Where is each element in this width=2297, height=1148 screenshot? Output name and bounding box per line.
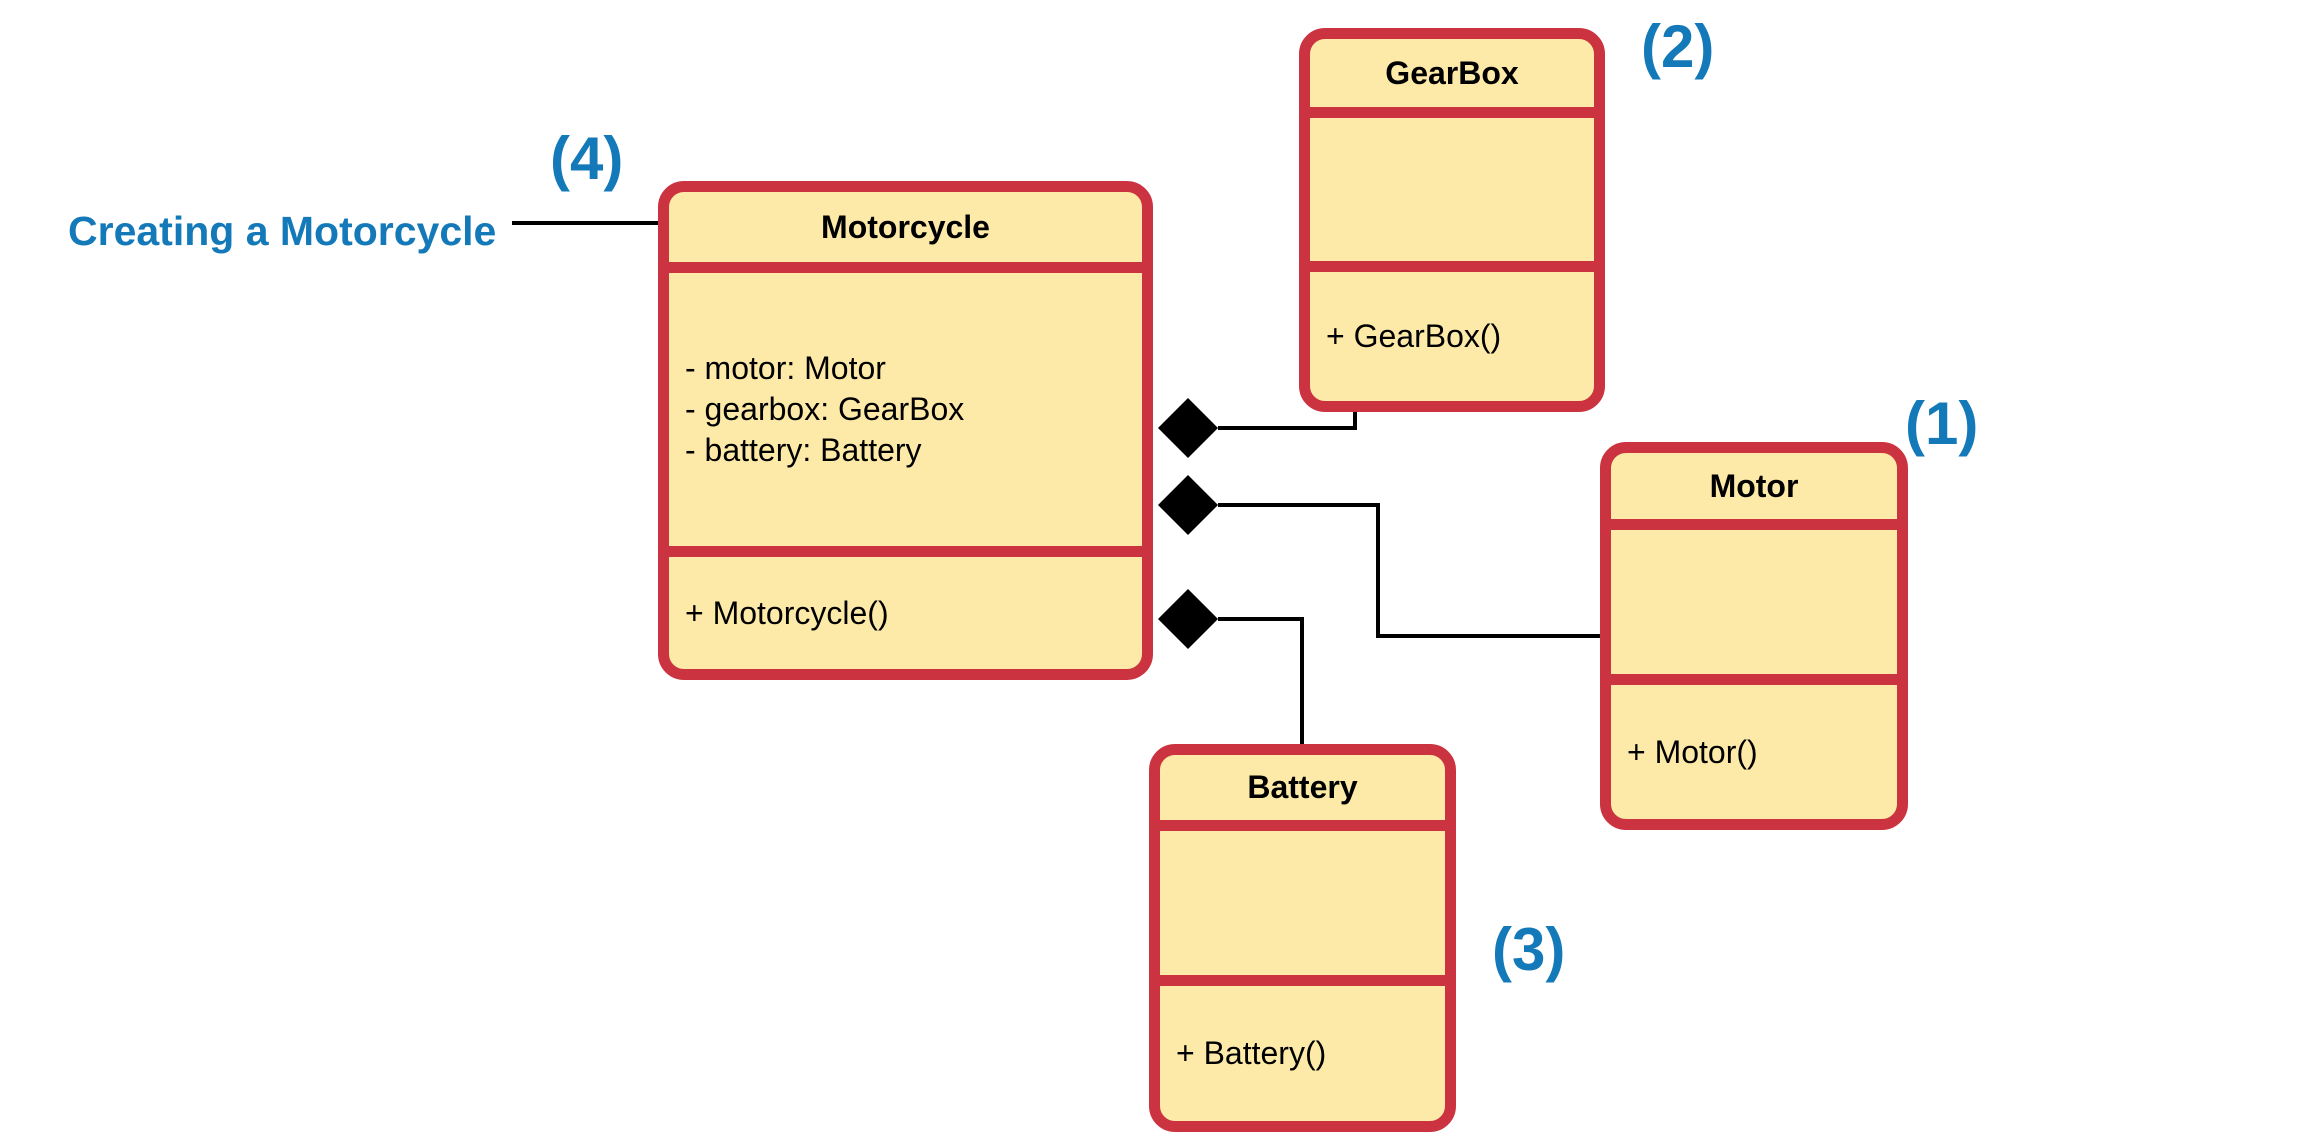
class-gearbox[interactable]: GearBox + GearBox() — [1299, 28, 1605, 412]
class-attributes — [1310, 118, 1594, 272]
attribute-gearbox: - gearbox: GearBox — [685, 391, 965, 427]
composition-diamond-gearbox — [1158, 398, 1218, 458]
connector-motor[interactable] — [1218, 503, 1602, 638]
operation-constructor: + Motor() — [1627, 733, 1758, 770]
class-attributes — [1611, 530, 1897, 685]
class-motorcycle[interactable]: Motorcycle - motor: Motor - gearbox: Gea… — [658, 181, 1153, 680]
step-marker-4: (4) — [550, 125, 624, 192]
class-operations: + Motor() — [1611, 685, 1897, 819]
class-name: Motor — [1611, 453, 1897, 530]
step-marker-3: (3) — [1492, 916, 1566, 983]
class-motor[interactable]: Motor + Motor() — [1600, 442, 1908, 830]
class-battery[interactable]: Battery + Battery() — [1149, 744, 1456, 1132]
attribute-battery: - battery: Battery — [685, 432, 922, 468]
class-operations: + GearBox() — [1310, 272, 1594, 401]
class-attributes: - motor: Motor - gearbox: GearBox - batt… — [669, 273, 1142, 557]
operation-constructor: + Battery() — [1176, 1035, 1327, 1071]
class-attributes — [1160, 831, 1445, 986]
class-operations: + Battery() — [1160, 986, 1445, 1121]
composition-diamond-motor — [1158, 475, 1218, 535]
class-operations: + Motorcycle() — [669, 557, 1142, 669]
operation-constructor: + Motorcycle() — [685, 594, 889, 631]
composition-diamond-battery — [1158, 589, 1218, 649]
class-name: GearBox — [1310, 39, 1594, 118]
operation-constructor: + GearBox() — [1326, 318, 1502, 354]
annotation-label: Creating a Motorcycle — [68, 208, 497, 254]
class-name: Battery — [1160, 755, 1445, 831]
attribute-motor: - motor: Motor — [685, 350, 886, 386]
class-name: Motorcycle — [669, 192, 1142, 273]
step-marker-1: (1) — [1905, 390, 1979, 457]
connector-battery[interactable] — [1218, 617, 1304, 746]
step-marker-2: (2) — [1641, 13, 1715, 80]
connector-gearbox[interactable] — [1218, 410, 1357, 430]
